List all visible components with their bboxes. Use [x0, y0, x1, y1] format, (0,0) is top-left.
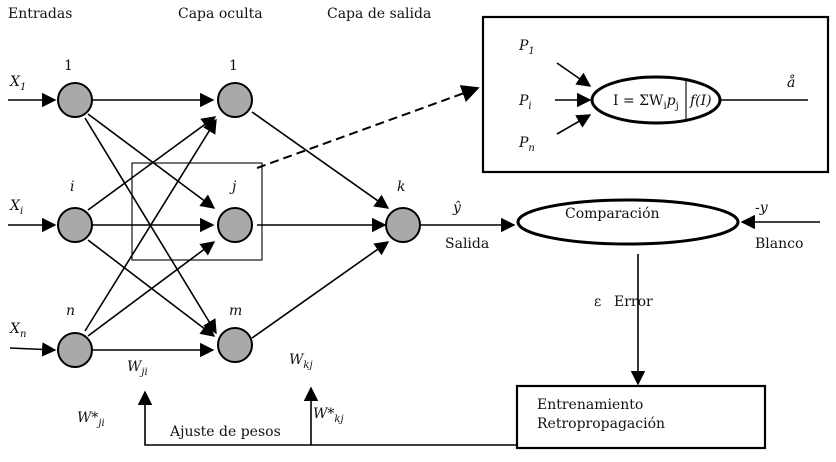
xn-label: Xn — [9, 321, 26, 340]
neuron-detail-inset: P1 Pi Pn I = ΣWipj f(I) å — [481, 15, 830, 174]
pn-label: Pn — [518, 135, 535, 154]
neg-y-label: -y — [755, 200, 769, 216]
x1-label: X1 — [9, 74, 26, 93]
ajuste-pesos-label: Ajuste de pesos — [169, 424, 281, 440]
hidden-node-j-label: j — [229, 179, 237, 195]
input-arrows — [8, 92, 57, 357]
training-label-line2: Retropropagación — [537, 416, 665, 432]
wkj-star-label: W*kj — [313, 406, 344, 425]
y-hat-label: ŷ — [452, 199, 462, 216]
input-node-i — [57, 207, 93, 243]
hidden-node-1 — [217, 82, 253, 118]
error-label: Error — [614, 294, 653, 310]
zoom-dashed-arrow — [256, 85, 480, 169]
input-node-1-label: 1 — [64, 58, 73, 74]
wji-star-label: W*ji — [77, 410, 105, 429]
summation-formula: I = ΣWipj — [613, 93, 679, 112]
blanco-label: Blanco — [755, 236, 803, 252]
hidden-node-j — [217, 207, 253, 243]
highlight-box — [131, 162, 263, 261]
neuron-output-label: å — [787, 74, 795, 91]
hidden-node-m — [217, 327, 253, 363]
input-hidden-connections — [84, 92, 217, 358]
output-layer-header: Capa de salida — [327, 6, 431, 22]
neuron-detail-frame — [481, 15, 830, 174]
activation-function: f(I) — [689, 93, 712, 109]
training-box — [515, 384, 767, 450]
input-node-n-label: n — [66, 303, 75, 319]
hidden-node-m-label: m — [229, 303, 242, 319]
comparison-label: Comparación — [565, 206, 660, 222]
comparison-ellipse — [516, 198, 740, 246]
weight-adjust-feedback — [137, 386, 517, 446]
inputs-header: Entradas — [8, 6, 72, 22]
output-node-k-label: k — [397, 179, 405, 195]
epsilon-label: ε — [594, 294, 601, 310]
wkj-label: Wkj — [289, 352, 313, 371]
input-node-1 — [57, 82, 93, 118]
xi-label: Xi — [9, 198, 23, 217]
wji-label: Wji — [127, 359, 148, 378]
input-node-i-label: i — [70, 179, 74, 195]
hidden-output-connections — [251, 111, 390, 339]
hidden-layer-header: Capa oculta — [178, 6, 263, 22]
training-label-line1: Entrenamiento — [537, 397, 643, 413]
hidden-node-1-label: 1 — [229, 58, 238, 74]
input-node-n — [57, 332, 93, 368]
pi-label: Pi — [518, 93, 532, 112]
p1-label: P1 — [518, 38, 535, 57]
salida-label: Salida — [445, 236, 489, 252]
output-node-k — [385, 207, 421, 243]
